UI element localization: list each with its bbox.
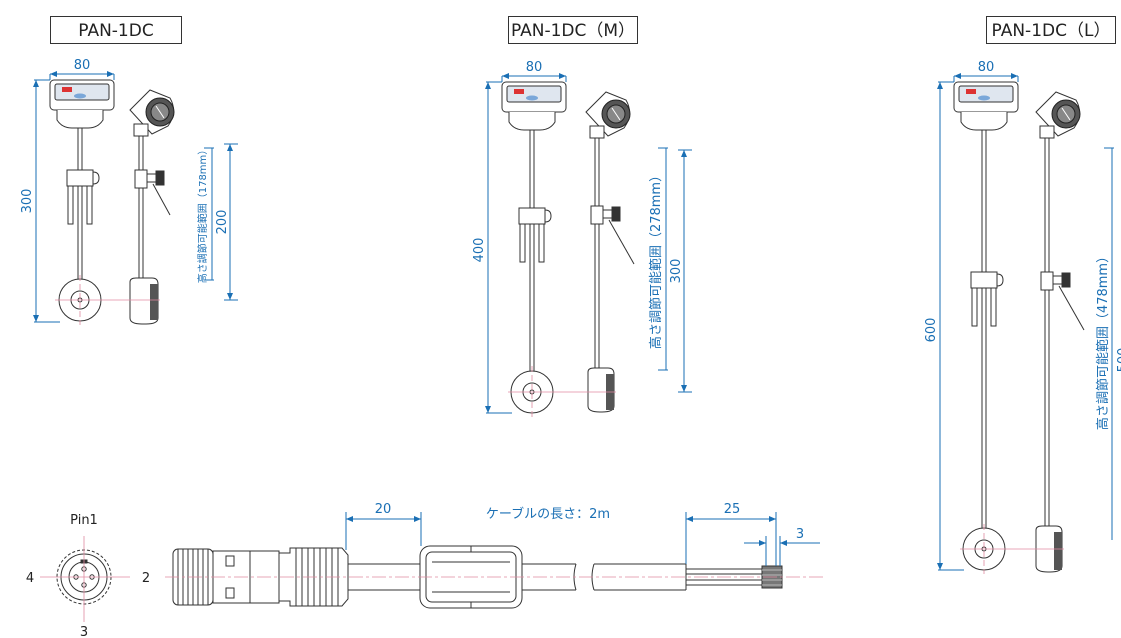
model-2-width-label: 80 <box>526 60 543 75</box>
model-3-pole-label: 500 <box>1116 348 1121 373</box>
model-title-pan-1dc: PAN-1DC <box>50 16 182 44</box>
model-2-pole-label: 300 <box>669 259 684 284</box>
cable-length-label: ケーブルの長さ：2m <box>486 506 610 522</box>
cable-dimensions <box>345 512 820 566</box>
model-3-width-label: 80 <box>978 60 995 75</box>
model-3-side-view <box>1035 91 1085 573</box>
model-1-total-height-label: 300 <box>20 189 35 214</box>
model-2-adjust-range-label: 高さ調節可能範囲（278mm） <box>648 169 664 349</box>
connector-centerlines <box>40 536 130 622</box>
model-1-dimensions <box>33 71 238 323</box>
model-1-width-label: 80 <box>74 58 91 73</box>
model-3-total-height-label: 600 <box>924 318 939 343</box>
wire-end-label: 3 <box>796 527 804 542</box>
model-3-centerlines <box>960 524 1064 574</box>
model-2-centerlines <box>508 366 616 418</box>
pin4-label: 4 <box>26 571 34 586</box>
pin3-label: 3 <box>80 625 88 638</box>
model-3-dimensions <box>937 73 1114 571</box>
pin1-label: Pin1 <box>70 513 98 528</box>
model-1-pole-label: 200 <box>215 210 230 235</box>
strip-length-label: 25 <box>724 502 741 517</box>
model-title-pan-1dc-l: PAN-1DC（L） <box>986 16 1116 44</box>
model-1-front-view <box>49 79 115 322</box>
model-3-front-view <box>953 81 1019 571</box>
model-1-side-view <box>129 89 175 325</box>
model-1-centerlines <box>55 275 160 325</box>
model-2-total-height-label: 400 <box>472 238 487 263</box>
model-2-front-view <box>501 81 567 414</box>
model-title-pan-1dc-m: PAN-1DC（M） <box>508 16 638 44</box>
pin2-label: 2 <box>142 571 150 586</box>
model-2-dimensions <box>485 73 692 414</box>
model-3-adjust-range-label: 高さ調節可能範囲（478mm） <box>1095 250 1111 430</box>
ferrite-distance-label: 20 <box>375 502 392 517</box>
model-1-adjust-range-label: 高さ調節可能範囲（178mm） <box>196 145 209 284</box>
model-2-side-view <box>585 91 635 413</box>
